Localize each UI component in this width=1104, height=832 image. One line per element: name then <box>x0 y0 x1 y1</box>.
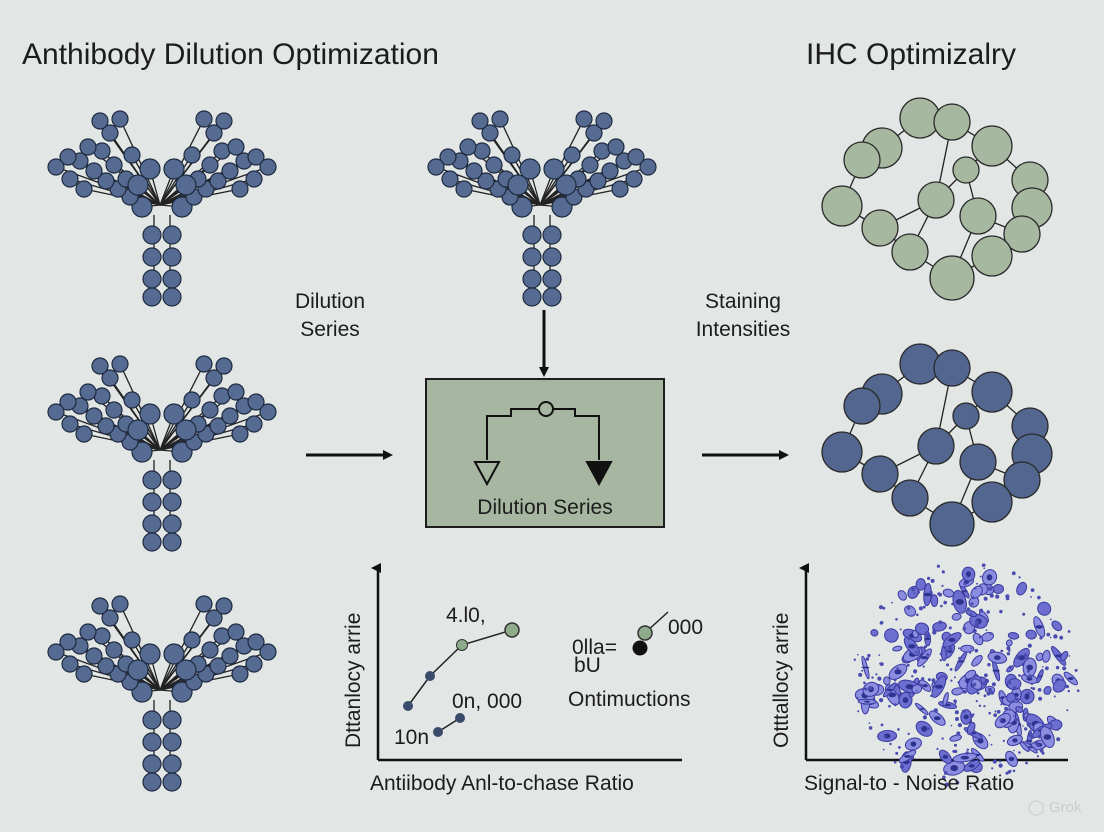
left-chart-point <box>425 671 435 681</box>
main-title: Anthibody Dilution Optimization <box>22 38 439 71</box>
left-chart-x-label: Antiibody Anl-to-chase Ratio <box>370 772 634 795</box>
antibody-icon-top-center <box>427 110 657 307</box>
dilution-series-label-line1: Dilution <box>294 290 366 313</box>
left-chart-annotation: 10n <box>394 726 430 749</box>
left-chart-annotation: 0lla= <box>572 636 617 659</box>
left-chart-point <box>504 622 520 638</box>
left-chart-annotation: 4.l0, <box>446 604 486 627</box>
right-title: IHC Optimizalry <box>806 38 1017 71</box>
flow-diagram-icon <box>473 401 613 487</box>
antibody-icon-mid-left <box>47 355 277 552</box>
right-chart-x-label: Signal-to - Noise Ratio <box>804 772 1015 795</box>
watermark-text: Grok <box>1048 799 1082 816</box>
staining-intensities-label: Staining Intensities <box>670 288 816 344</box>
left-chart-line <box>407 629 513 707</box>
box-label: Dilution Series <box>477 496 613 519</box>
right-chart-y-label: Otttallocy arrie <box>770 612 793 748</box>
left-chart-point <box>403 701 413 711</box>
left-chart-point <box>455 713 465 723</box>
left-chart-point <box>456 639 468 651</box>
staining-intensities-label-line1: Staining <box>705 290 781 313</box>
staining-intensities-label-line2: Intensities <box>695 318 791 341</box>
dilution-series-label-line2: Series <box>300 318 360 341</box>
left-chart-point <box>632 640 648 656</box>
antibody-icon-bottom-left <box>47 595 277 792</box>
left-chart-point <box>433 727 443 737</box>
left-chart-annotation: 0n, 000 <box>452 690 523 713</box>
left-chart-point <box>637 625 653 641</box>
left-chart-annotation: Ontimuctions <box>568 688 691 711</box>
grok-logo-icon: ◯ <box>1028 799 1045 816</box>
left-chart-annotation: bU <box>574 654 601 677</box>
dilution-series-label: Dilution Series <box>268 288 392 344</box>
antibody-icon-top-left <box>47 110 277 307</box>
dilution-series-box: Dilution Series <box>425 378 665 528</box>
watermark: ◯ Grok <box>1028 798 1081 816</box>
left-chart-annotation: 000 <box>668 616 704 639</box>
